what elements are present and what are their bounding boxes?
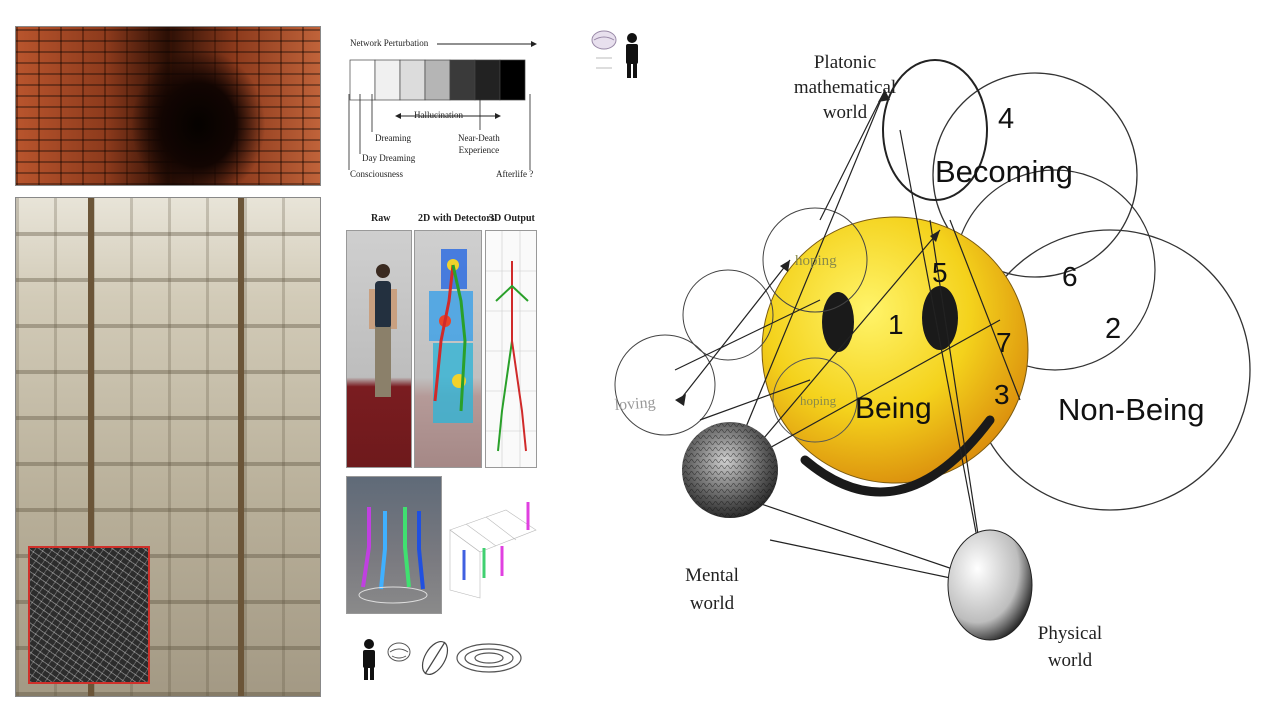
loving-faint-label: loving: [614, 394, 656, 414]
smiley-mouth: [800, 415, 995, 497]
wires-inset-photo: [28, 546, 150, 684]
multi-person-figure: [358, 507, 428, 604]
region-7: 7: [996, 327, 1012, 358]
shade-bar: [449, 59, 476, 101]
smiley-right-eye: [922, 286, 958, 350]
heatmap-figure: [429, 249, 473, 423]
shade-bar: [424, 59, 451, 101]
non-being-label: Non-Being: [1058, 392, 1204, 427]
hoping-faint-label-2: hoping: [800, 393, 837, 408]
shade-bar: [349, 59, 376, 101]
raw-label: Raw: [371, 213, 391, 224]
brain-icon: [591, 30, 617, 69]
raw-frame-panel: [346, 230, 412, 468]
detectors-frame-panel: [414, 230, 482, 468]
region-1: 1: [888, 309, 904, 340]
cable-coil-icon: [456, 643, 522, 673]
hallucination-arrowhead-left: [395, 113, 401, 119]
physical-world-label: Physical world: [1037, 623, 1103, 671]
region-4: 4: [998, 103, 1014, 135]
mental-world-label: Mental world: [685, 565, 739, 614]
shade-bar-group: [349, 59, 526, 101]
person-icon: [626, 33, 638, 78]
hoping-circle: [762, 207, 868, 313]
output-label: 3D Output: [489, 213, 535, 224]
hallucination-arrowhead-right: [495, 113, 501, 119]
hoping-circle-2: [682, 269, 774, 361]
skeleton-3d-figure: [486, 231, 536, 467]
shade-bar: [499, 59, 526, 101]
region-5: 5: [932, 257, 948, 288]
multi-person-3d-panel: [446, 490, 538, 600]
three-worlds-diagram: Becoming Being Non-Being 4 5 6 1 7 2 3 l…: [614, 59, 1251, 641]
label-consciousness: Consciousness: [350, 169, 404, 179]
label-afterlife: Afterlife ?: [496, 169, 534, 179]
loving-circle: [614, 334, 716, 436]
hallucination-label: Hallucination: [414, 110, 463, 120]
becoming-label: Becoming: [935, 154, 1073, 189]
multi-person-frame-panel: [346, 476, 442, 614]
shade-bar: [399, 59, 426, 101]
brain-icon: [387, 642, 411, 662]
detectors-label: 2D with Detectors: [418, 213, 495, 224]
utility-pole: [238, 198, 244, 696]
smiley-left-eye: [822, 292, 854, 352]
hoping-faint-label: hoping: [795, 253, 837, 269]
output-3d-panel: [485, 230, 537, 468]
feather-icon: [421, 641, 449, 675]
region-6: 6: [1062, 261, 1078, 292]
perturbation-figure: [348, 41, 537, 170]
bottom-icon-row: [363, 639, 522, 680]
perturbation-title: Network Perturbation: [350, 38, 429, 48]
becoming-circle: [932, 72, 1138, 278]
label-daydreaming: Day Dreaming: [362, 153, 416, 163]
person-figure: [369, 264, 397, 397]
shade-bar: [474, 59, 501, 101]
region-2: 2: [1105, 313, 1121, 345]
platonic-world-label: Platonic mathematical world: [793, 52, 897, 123]
shade-bar: [374, 59, 401, 101]
label-dreaming: Dreaming: [375, 133, 411, 143]
perturbation-arrowhead: [531, 41, 537, 47]
label-neardeath: Near-Death Experience: [458, 133, 500, 155]
top-icon-pair: [591, 30, 638, 78]
utility-pole: [88, 198, 94, 696]
multi-skeleton-3d-figure: [449, 502, 537, 599]
tunnel-photo: [15, 26, 321, 186]
region-3: 3: [994, 379, 1010, 410]
platonic-loop: [882, 59, 988, 201]
smiley-face: [761, 216, 1029, 484]
person-icon: [363, 639, 375, 680]
being-label: Being: [855, 392, 932, 425]
physical-world-sphere: [947, 529, 1033, 641]
